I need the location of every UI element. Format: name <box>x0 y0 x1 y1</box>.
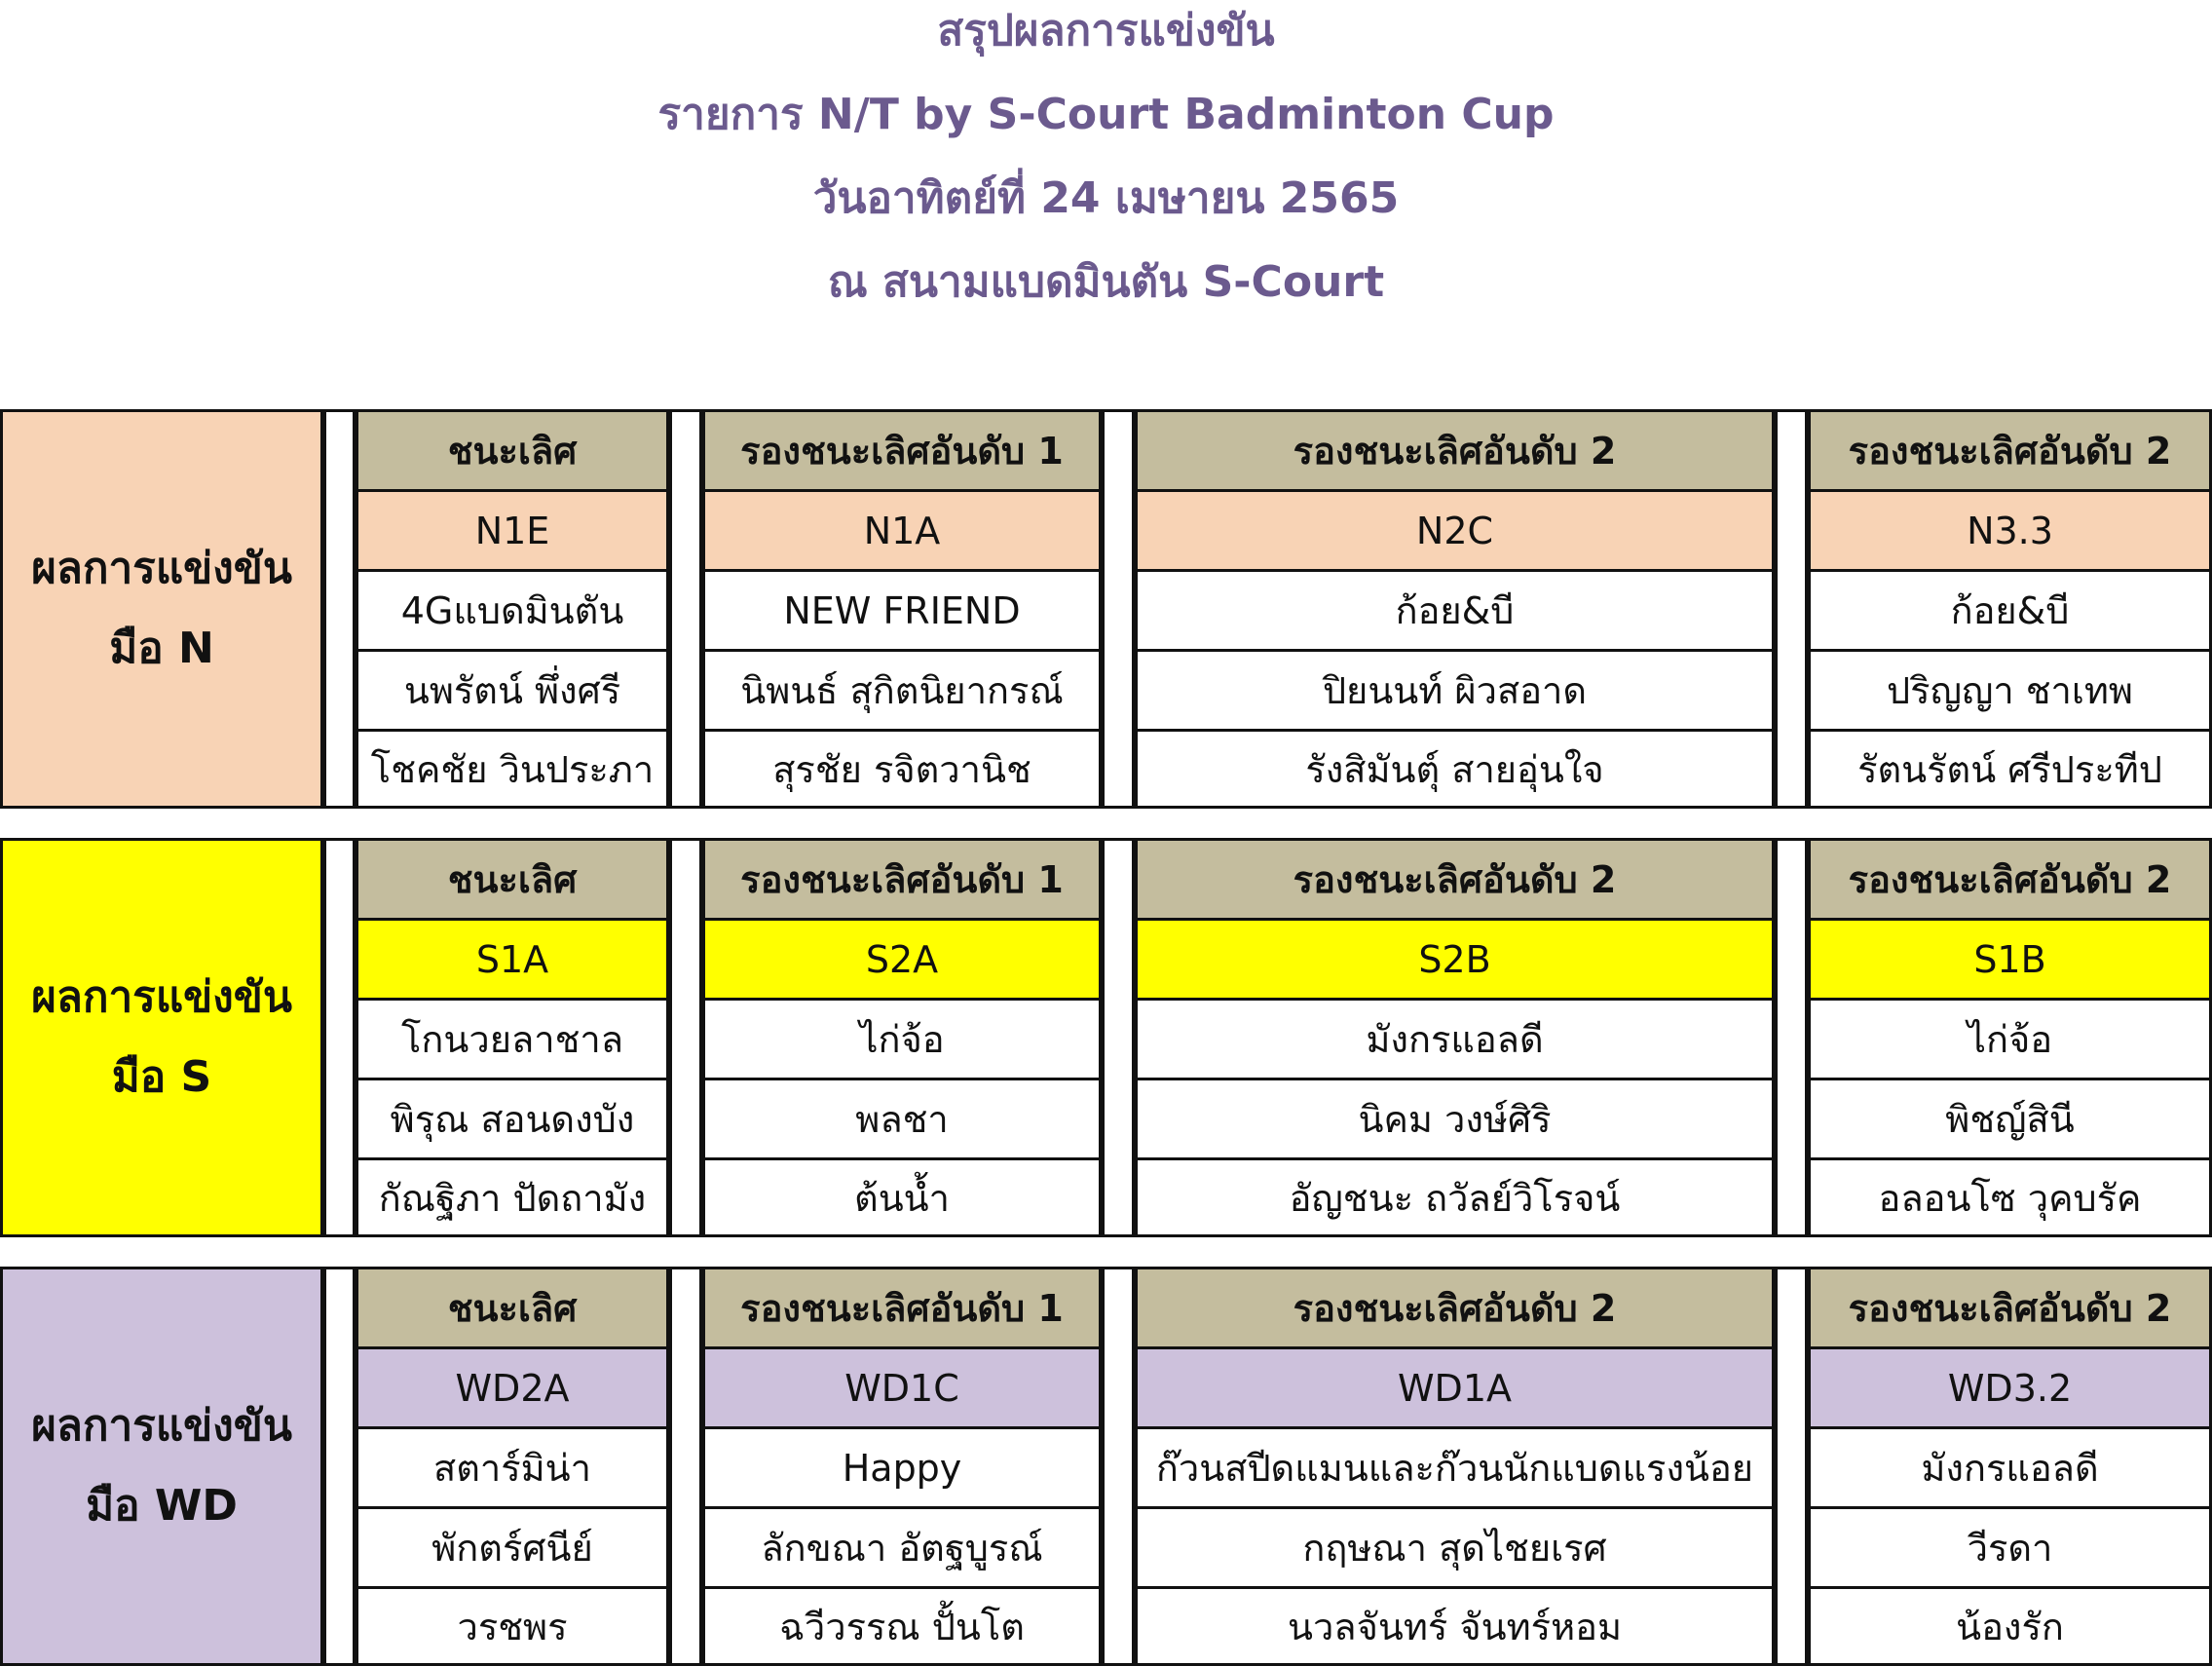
player-name: อลอนโซ วุคบรัค <box>1808 1157 2212 1237</box>
team-name: มังกรแอลดี <box>1135 998 1775 1080</box>
team-name: ก้อย&บี <box>1808 569 2212 652</box>
player-name: พักตร์ศนีย์ <box>356 1506 669 1589</box>
team-code: N3.3 <box>1808 489 2212 572</box>
player-name: ปิยนนท์ ผิวสอาด <box>1135 649 1775 732</box>
player-name: อัญชนะ ถวัลย์วิโรจน์ <box>1135 1157 1775 1237</box>
team-name: ก้อย&บี <box>1135 569 1775 652</box>
placement-header: รองชนะเลิศอันดับ 2 <box>1808 838 2212 921</box>
column-spacer <box>1102 409 1135 809</box>
placement-header: ชนะเลิศ <box>356 1267 669 1349</box>
column-spacer <box>323 409 356 809</box>
team-code: WD1A <box>1135 1346 1775 1429</box>
player-name: พิชญ์สินี <box>1808 1078 2212 1160</box>
team-name: ไก่จ้อ <box>1808 998 2212 1080</box>
category-label: ผลการแข่งขันมือ N <box>0 409 323 809</box>
column-spacer <box>669 1267 702 1666</box>
placement-header: รองชนะเลิศอันดับ 1 <box>702 409 1102 492</box>
column-spacer <box>323 1267 356 1666</box>
player-name: กฤษณา สุดไชยเรศ <box>1135 1506 1775 1589</box>
player-name: สุรชัย รจิตวานิช <box>702 729 1102 809</box>
team-code: N2C <box>1135 489 1775 572</box>
team-name: โกนวยลาชาล <box>356 998 669 1080</box>
team-name: ก๊วนสปีดแมนและก๊วนนักแบดแรงน้อย <box>1135 1426 1775 1509</box>
player-name: น้องรัก <box>1808 1586 2212 1666</box>
team-code: S1A <box>356 918 669 1001</box>
player-name: วีรดา <box>1808 1506 2212 1589</box>
column-spacer <box>1775 1267 1808 1666</box>
player-name: โชคชัย วินประภา <box>356 729 669 809</box>
team-name: สตาร์มิน่า <box>356 1426 669 1509</box>
team-name: Happy <box>702 1426 1102 1509</box>
team-code: S2A <box>702 918 1102 1001</box>
header-date: วันอาทิตย์ที่ 24 เมษายน 2565 <box>812 173 1400 223</box>
column-spacer <box>1775 838 1808 1237</box>
player-name: พิรุณ สอนดงบัง <box>356 1078 669 1160</box>
team-code: WD2A <box>356 1346 669 1429</box>
player-name: ปริญญา ชาเทพ <box>1808 649 2212 732</box>
category-label-line1: ผลการแข่งขัน <box>31 1401 292 1451</box>
player-name: นิพนธ์ สุกิตนิยากรณ์ <box>702 649 1102 732</box>
category-label-line1: ผลการแข่งขัน <box>31 544 292 593</box>
column-spacer <box>1775 409 1808 809</box>
column-spacer <box>323 838 356 1237</box>
player-name: นิคม วงษ์ศิริ <box>1135 1078 1775 1160</box>
header-event: รายการ N/T by S-Court Badminton Cup <box>657 90 1555 139</box>
player-name: กัณฐิภา ปัดถามัง <box>356 1157 669 1237</box>
placement-header: รองชนะเลิศอันดับ 1 <box>702 1267 1102 1349</box>
team-name: มังกรแอลดี <box>1808 1426 2212 1509</box>
category-label-line2: มือ S <box>111 1052 212 1102</box>
header-title: สรุปผลการแข่งขัน <box>937 6 1275 56</box>
category-label-line1: ผลการแข่งขัน <box>31 972 292 1022</box>
team-code: WD3.2 <box>1808 1346 2212 1429</box>
placement-header: รองชนะเลิศอันดับ 2 <box>1135 409 1775 492</box>
team-name: ไก่จ้อ <box>702 998 1102 1080</box>
team-code: WD1C <box>702 1346 1102 1429</box>
player-name: นพรัตน์ พึ่งศรี <box>356 649 669 732</box>
column-spacer <box>1102 838 1135 1237</box>
player-name: นวลจันทร์ จันทร์หอม <box>1135 1586 1775 1666</box>
category-label-line2: มือ N <box>109 624 214 673</box>
column-spacer <box>669 409 702 809</box>
placement-header: ชนะเลิศ <box>356 409 669 492</box>
column-spacer <box>1102 1267 1135 1666</box>
placement-header: รองชนะเลิศอันดับ 2 <box>1135 1267 1775 1349</box>
player-name: ฉวีวรรณ ปั้นโต <box>702 1586 1102 1666</box>
placement-header: รองชนะเลิศอันดับ 2 <box>1135 838 1775 921</box>
team-code: S2B <box>1135 918 1775 1001</box>
player-name: ต้นน้ำ <box>702 1157 1102 1237</box>
team-code: N1A <box>702 489 1102 572</box>
header-venue: ณ สนามแบดมินตัน S-Court <box>827 257 1385 307</box>
category-label-line2: มือ WD <box>86 1481 238 1531</box>
player-name: วรชพร <box>356 1586 669 1666</box>
placement-header: รองชนะเลิศอันดับ 2 <box>1808 1267 2212 1349</box>
player-name: รังสิมันตุ์ สายอุ่นใจ <box>1135 729 1775 809</box>
column-spacer <box>669 838 702 1237</box>
placement-header: รองชนะเลิศอันดับ 2 <box>1808 409 2212 492</box>
player-name: ลักขณา อัตฐบูรณ์ <box>702 1506 1102 1589</box>
player-name: พลชา <box>702 1078 1102 1160</box>
category-label: ผลการแข่งขันมือ WD <box>0 1267 323 1666</box>
placement-header: รองชนะเลิศอันดับ 1 <box>702 838 1102 921</box>
team-name: NEW FRIEND <box>702 569 1102 652</box>
category-label: ผลการแข่งขันมือ S <box>0 838 323 1237</box>
team-code: N1E <box>356 489 669 572</box>
team-name: 4Gแบดมินตัน <box>356 569 669 652</box>
player-name: รัตนรัตน์ ศรีประทีป <box>1808 729 2212 809</box>
team-code: S1B <box>1808 918 2212 1001</box>
placement-header: ชนะเลิศ <box>356 838 669 921</box>
